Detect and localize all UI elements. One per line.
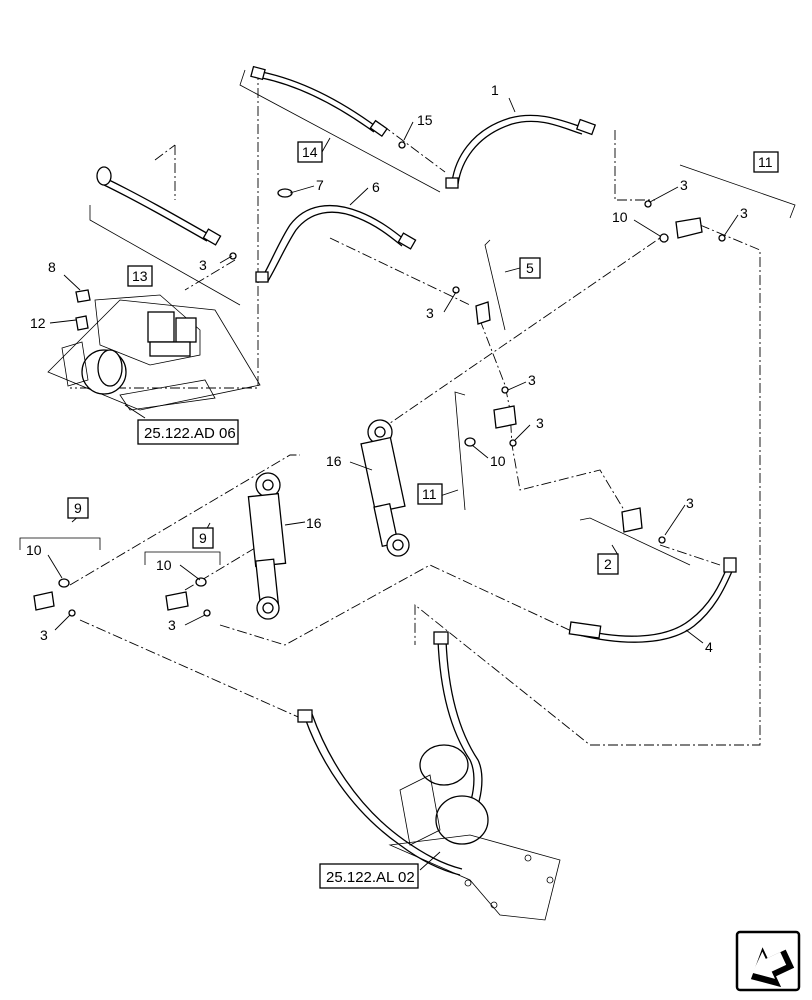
callout-box-11-middle: 11 [417, 483, 443, 505]
svg-text:2: 2 [604, 556, 612, 572]
callout-box-9-left: 9 [67, 497, 89, 519]
callout-10: 10 [156, 557, 172, 573]
routing-lines [69, 70, 761, 746]
callout-4: 4 [705, 639, 713, 655]
callout-3: 3 [426, 305, 434, 321]
hose-6 [255, 204, 417, 283]
group-brackets [19, 69, 796, 566]
svg-text:25.122.AL 02[interactable]: 25.122.AL 02 [326, 869, 415, 886]
callout-box-5: 5 [519, 257, 541, 279]
svg-text:13: 13 [132, 268, 148, 284]
svg-text:14: 14 [302, 144, 318, 160]
callout-3: 3 [536, 415, 544, 431]
accumulator-assembly-lower [297, 631, 561, 921]
reference-al02[interactable]: 25.122.AL 02 [319, 863, 419, 889]
callout-7: 7 [316, 177, 324, 193]
callout-box-11-top: 11 [753, 151, 779, 173]
callout-box-14: 14 [297, 141, 323, 163]
svg-text:5: 5 [526, 260, 534, 276]
svg-text:25.122.AD 06[interactable]: 25.122.AD 06 [144, 425, 236, 442]
callout-16: 16 [306, 515, 322, 531]
callout-15: 15 [417, 112, 433, 128]
callout-12: 12 [30, 315, 46, 331]
callout-10: 10 [26, 542, 42, 558]
callout-3: 3 [686, 495, 694, 511]
callout-box-2: 2 [597, 553, 619, 575]
callout-3: 3 [40, 627, 48, 643]
cylinder-16-center [360, 419, 410, 557]
callouts: 1 15 7 6 3 8 12 3 3 10 3 3 3 10 16 16 3 … [26, 82, 748, 655]
callout-1: 1 [491, 82, 499, 98]
callout-3: 3 [740, 205, 748, 221]
hose-1 [445, 114, 597, 189]
callout-3: 3 [168, 617, 176, 633]
callout-3: 3 [199, 257, 207, 273]
callout-3: 3 [680, 177, 688, 193]
hose-14 [250, 65, 388, 138]
callout-box-13: 13 [127, 265, 153, 287]
reference-ad06[interactable]: 25.122.AD 06 [137, 419, 239, 445]
hose-4 [568, 557, 737, 643]
callout-8: 8 [48, 259, 56, 275]
callout-10: 10 [612, 209, 628, 225]
hose-13 [96, 166, 222, 246]
leader-lines [47, 97, 739, 871]
callout-6: 6 [372, 179, 380, 195]
fittings [33, 141, 726, 617]
svg-text:11: 11 [422, 486, 437, 502]
cylinder-16-left [247, 472, 287, 620]
callout-box-9-right: 9 [192, 527, 214, 549]
callout-3: 3 [528, 372, 536, 388]
valve-assembly-upper [47, 294, 261, 411]
svg-text:9: 9 [74, 500, 82, 516]
next-page-arrow-icon[interactable] [735, 930, 801, 997]
callout-16: 16 [326, 453, 342, 469]
svg-text:11: 11 [758, 154, 773, 170]
callout-10: 10 [490, 453, 506, 469]
svg-text:9: 9 [199, 530, 207, 546]
boxed-callouts: 14 13 5 11 11 2 9 9 [67, 141, 779, 575]
